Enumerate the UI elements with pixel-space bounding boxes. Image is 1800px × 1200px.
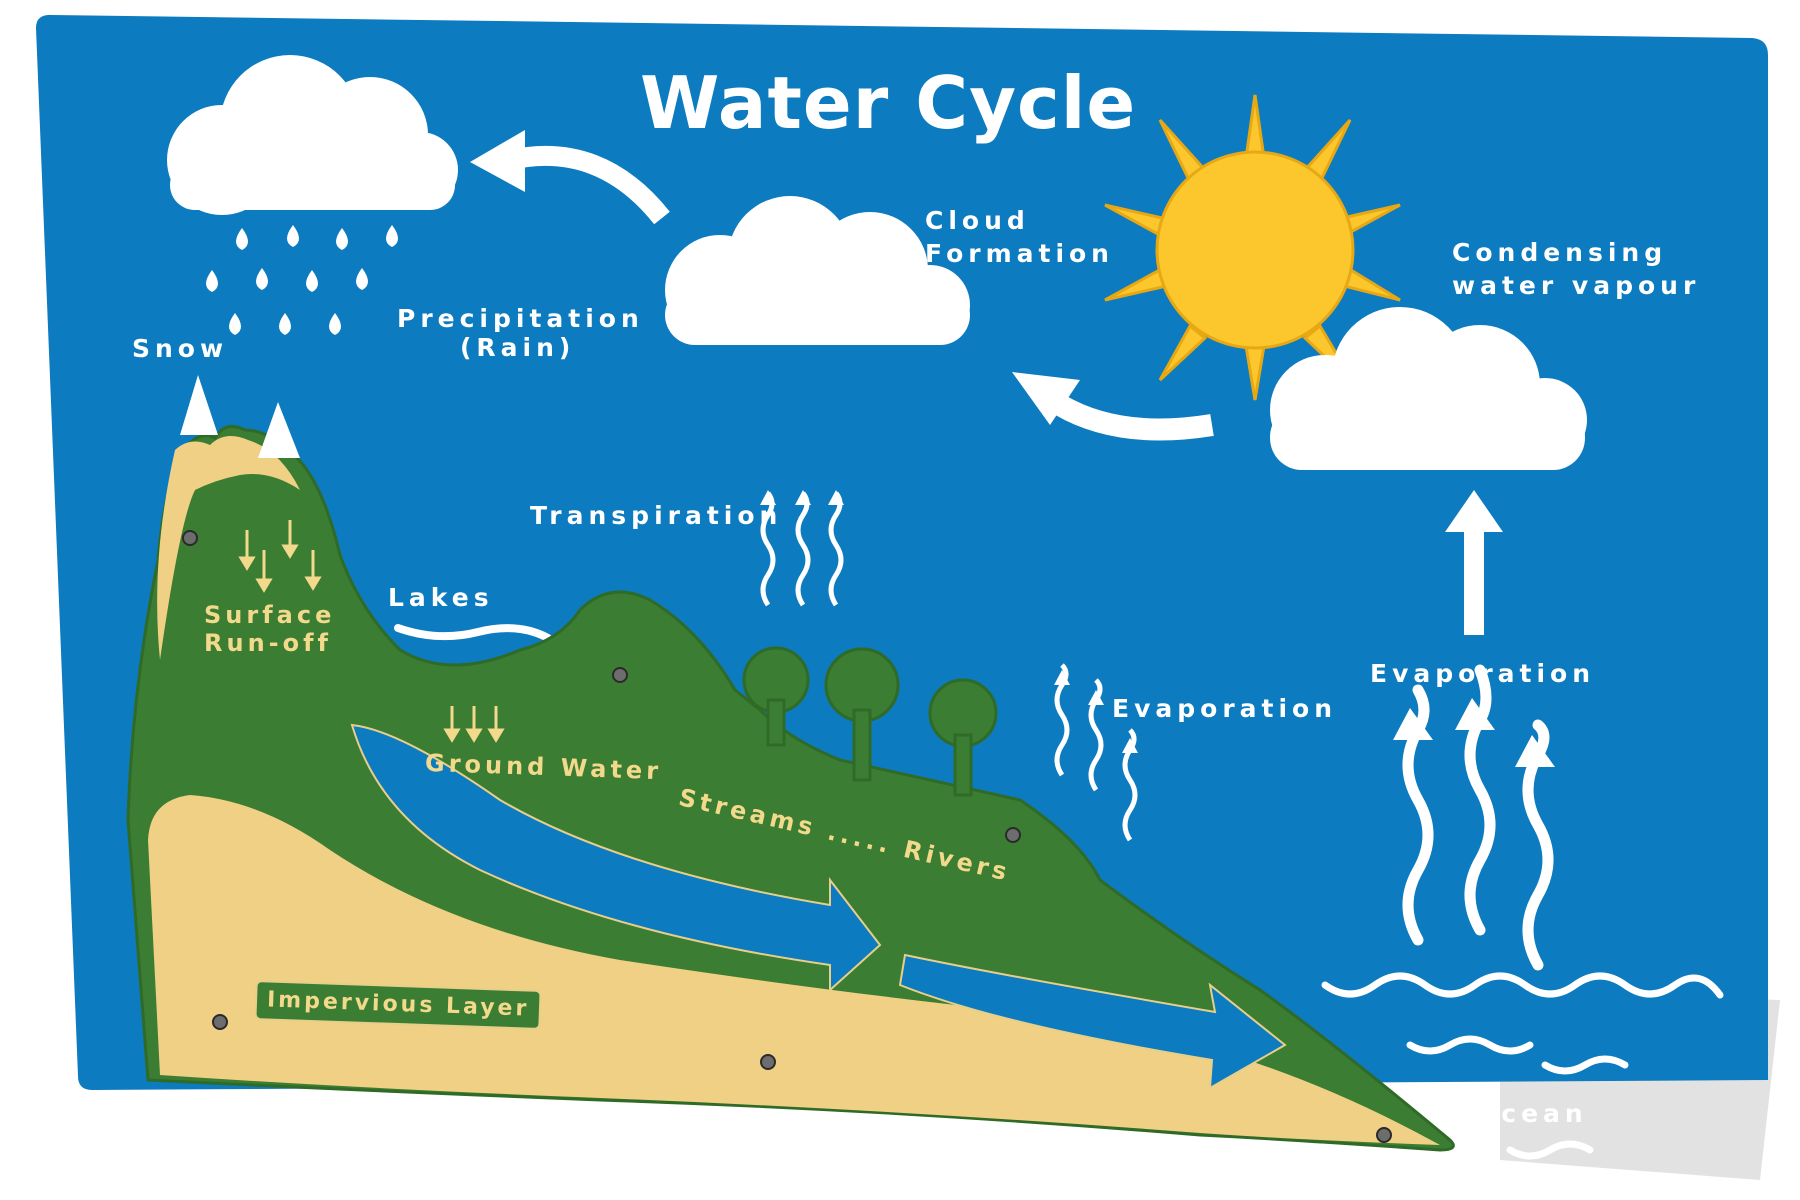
label-surface: Surface (204, 601, 336, 629)
curved-arrow-to-rain (507, 145, 670, 225)
label-evaporation-land: Evaporation (1112, 694, 1338, 723)
label-condensing: Condensing (1452, 238, 1668, 267)
arrowhead-left-top (470, 130, 525, 192)
right-cloud-icon (1270, 307, 1587, 470)
label-lakes: Lakes (388, 583, 494, 612)
middle-cloud-icon (665, 196, 970, 345)
vertical-arrow-shaft (1464, 515, 1484, 635)
rain-drops-icon (206, 225, 398, 335)
impervious-layer (148, 795, 1440, 1145)
curved-arrow-to-cloud (1054, 395, 1214, 441)
label-cloud: Cloud (925, 206, 1030, 235)
label-transpiration: Transpiration (530, 501, 783, 530)
sea-evaporation-wavy-arrows (1402, 664, 1554, 971)
trees (742, 646, 998, 797)
label-water-vapour: water vapour (1452, 271, 1701, 300)
vertical-arrowhead (1445, 490, 1503, 532)
runoff-down-arrows (238, 520, 322, 593)
mountain-highlight (157, 436, 300, 660)
streams-channel (898, 953, 1287, 1090)
ocean-waves (1321, 972, 1724, 1160)
label-ocean: Ocean (1475, 1099, 1588, 1128)
sun-icon (1104, 94, 1401, 401)
lake-wave (394, 624, 552, 642)
page-title: Water Cycle (640, 61, 1137, 145)
ground-water-channel (350, 723, 882, 993)
label-snow: Snow (132, 334, 229, 363)
snow-caps (180, 375, 300, 458)
label-evaporation-sea: Evaporation (1370, 659, 1596, 688)
ground-water-down-arrows (443, 706, 505, 743)
label-runoff: Run-off (204, 629, 332, 657)
mounting-bolts (182, 530, 1392, 1143)
label-formation: Formation (925, 239, 1114, 268)
label-rain: (Rain) (460, 333, 576, 362)
transpiration-wavy-arrows (760, 491, 844, 607)
label-precipitation: Precipitation (397, 304, 644, 333)
rain-cloud-icon (167, 55, 458, 215)
arrowhead-left-mid (1012, 372, 1080, 425)
